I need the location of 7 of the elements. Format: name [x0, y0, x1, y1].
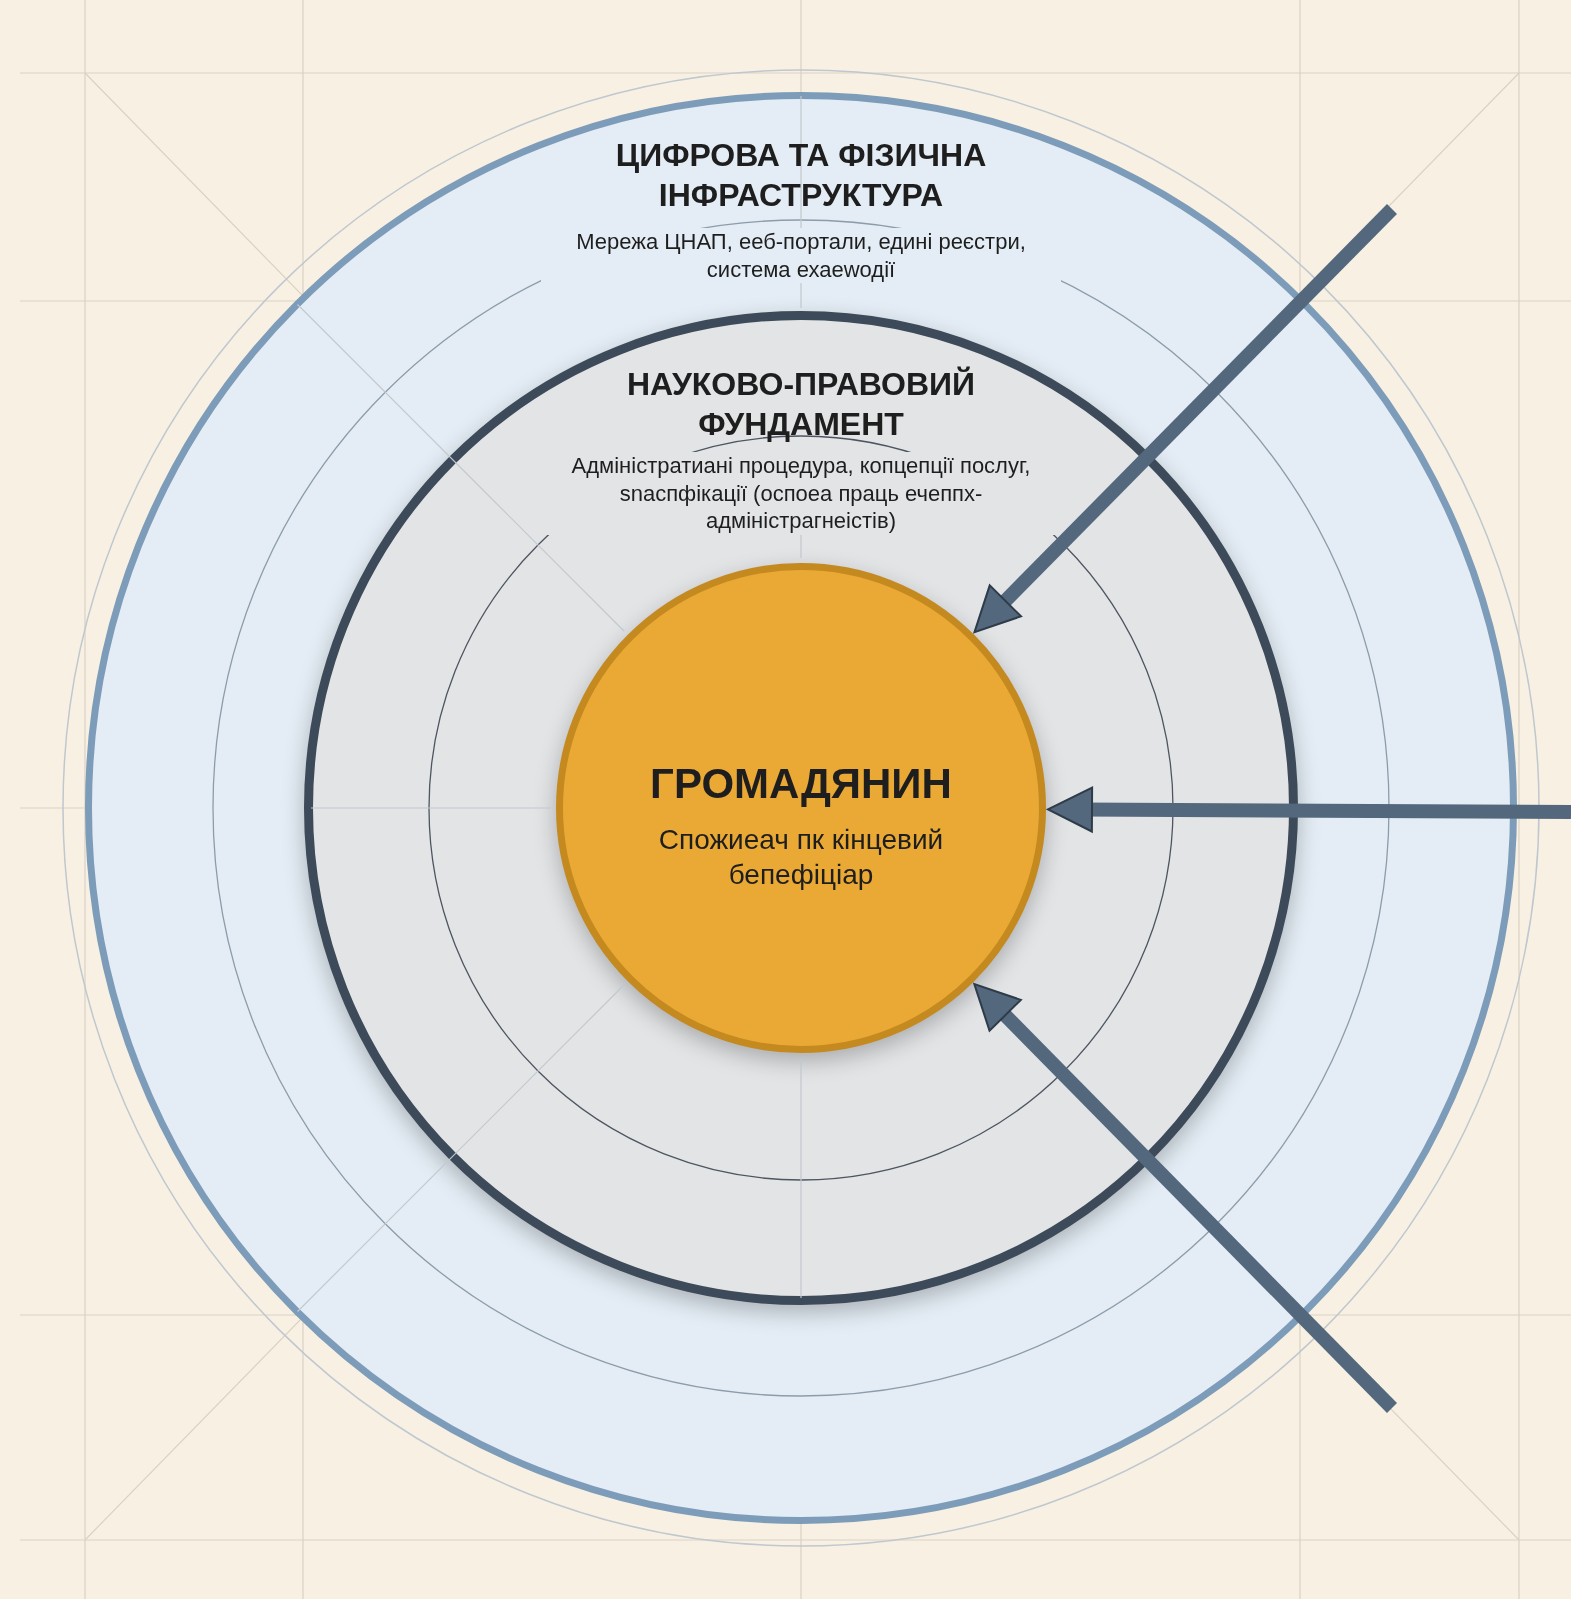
arrow — [1047, 786, 1571, 833]
ring-heading: ЦИФРОВА ТА ФІЗИЧНА ІНФРАСТРУКТУРА — [614, 136, 988, 215]
circle-heading: ГРОМАДЯНИН — [649, 759, 953, 809]
arrow — [973, 982, 1397, 1413]
arrow — [973, 204, 1397, 634]
ring-heading: НАУКОВО-ПРАВОВИЙ ФУНДАМЕНТ — [625, 365, 977, 444]
ring-description: Мережа ЦНАП, ееб-портали, едині реєстри, система ехаеwодії — [541, 228, 1061, 283]
